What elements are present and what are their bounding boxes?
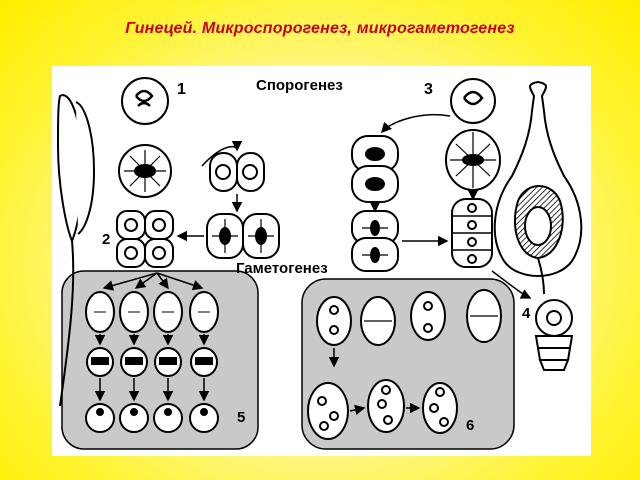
slide-title: Гинецей. Микроспорогенез, микрогаметоген… bbox=[125, 20, 515, 37]
anther-drawing bbox=[56, 94, 96, 407]
microsporogenesis bbox=[116, 77, 280, 268]
stage-number-2: 2 bbox=[102, 231, 110, 248]
megasporogenesis bbox=[351, 78, 501, 272]
diagram-panel: Спорогенез Гаметогенез 1 2 3 4 5 6 bbox=[52, 66, 591, 456]
megasporogenesis-arrows bbox=[369, 113, 532, 299]
megagametogenesis-arrows bbox=[328, 348, 421, 416]
stage-number-1: 1 bbox=[177, 81, 186, 98]
label-sporogenesis: Спорогенез bbox=[256, 77, 343, 94]
stage-number-6: 6 bbox=[466, 417, 474, 434]
ovule-drawing bbox=[493, 80, 583, 295]
stage-number-3: 3 bbox=[424, 81, 433, 98]
stage-number-5: 5 bbox=[237, 409, 245, 426]
stage-number-4: 4 bbox=[522, 305, 531, 322]
megagametogenesis-cells bbox=[307, 289, 502, 440]
microgametogenesis-cells bbox=[85, 291, 219, 433]
label-gametogenesis: Гаметогенез bbox=[236, 260, 328, 277]
embryo-sac bbox=[534, 299, 574, 371]
sporogenesis-arrows bbox=[176, 140, 243, 242]
embryology-diagram: Спорогенез Гаметогенез 1 2 3 4 5 6 bbox=[56, 77, 583, 450]
microgametogenesis-arrows bbox=[94, 272, 210, 402]
